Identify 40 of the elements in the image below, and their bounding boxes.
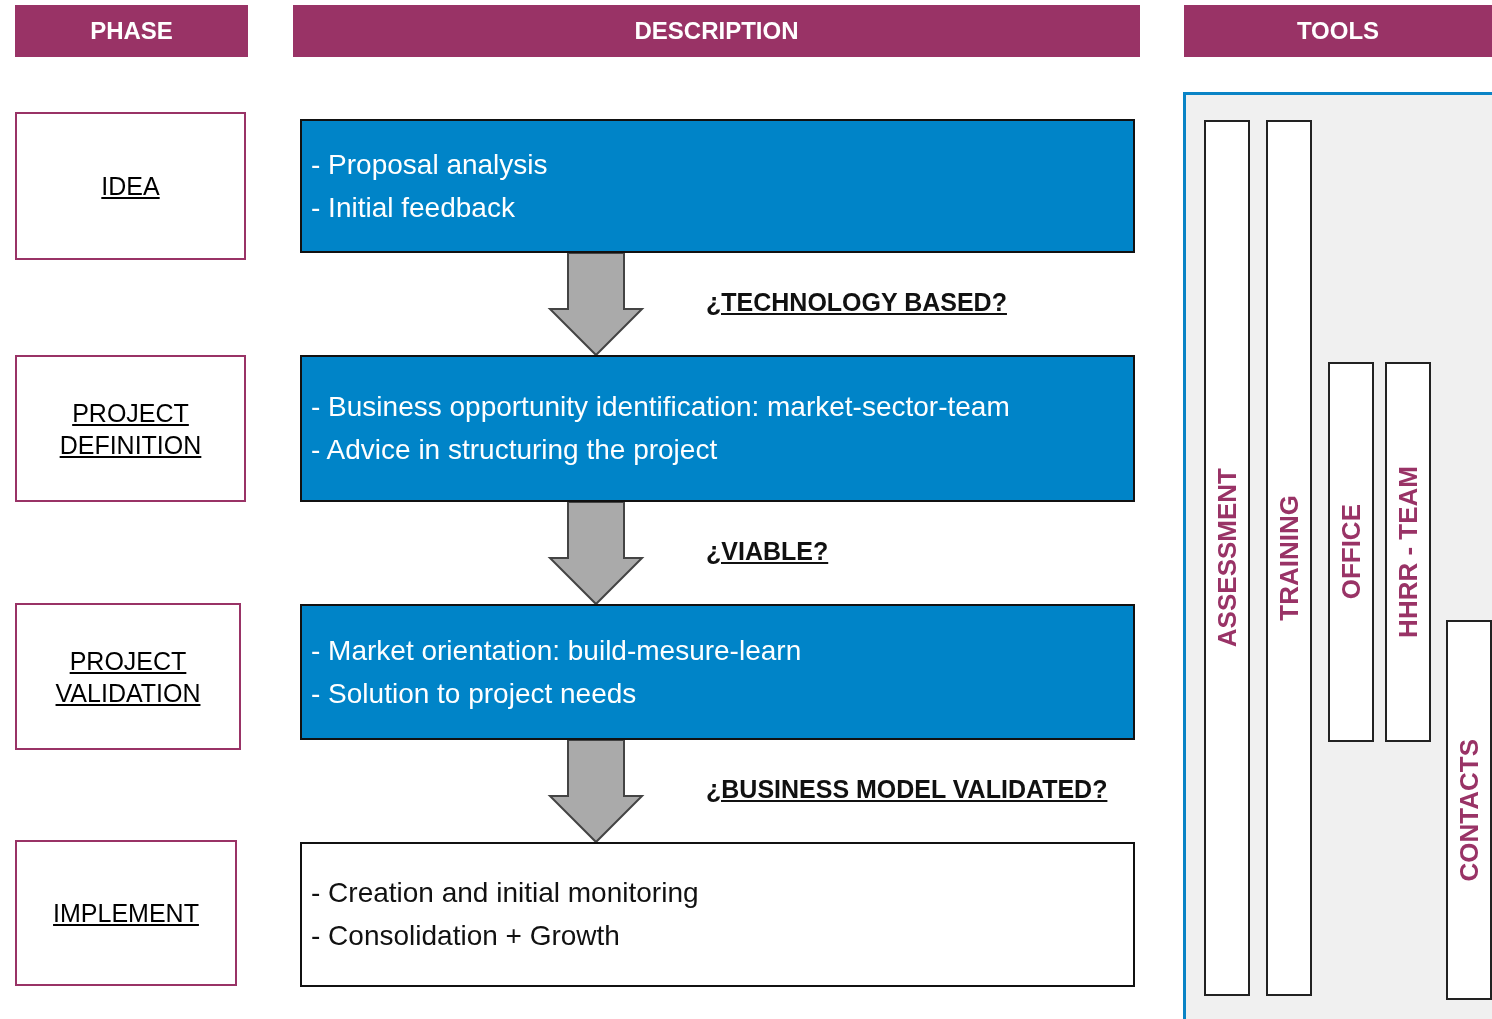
tool-bar bbox=[1266, 120, 1312, 996]
description-box bbox=[300, 355, 1135, 502]
tool-label: TRAINING bbox=[1273, 495, 1305, 621]
tool-bar bbox=[1446, 620, 1492, 1000]
tool-label: OFFICE bbox=[1335, 504, 1367, 600]
description-text: - Proposal analysis bbox=[311, 147, 549, 182]
column-header: DESCRIPTION bbox=[293, 5, 1140, 57]
description-text: - Advice in structuring the project bbox=[311, 433, 719, 467]
description-text: - Solution to project needs bbox=[311, 676, 638, 711]
phase-label: PROJECT DEFINITION bbox=[58, 397, 203, 461]
tool-label: CONTACTS bbox=[1453, 738, 1485, 882]
phase-box bbox=[15, 355, 246, 502]
description-text: - Market orientation: build-mesure-learn bbox=[311, 633, 803, 668]
description-text: - Business opportunity identification: market-sector-team bbox=[311, 390, 1011, 424]
edge-label: ¿BUSINESS MODEL VALIDATED? bbox=[706, 775, 1108, 804]
phase-label: PROJECT VALIDATION bbox=[54, 645, 202, 709]
edge-label: ¿VIABLE? bbox=[706, 537, 829, 566]
tool-label: ASSESSMENT bbox=[1211, 468, 1243, 648]
tool-bar bbox=[1204, 120, 1250, 996]
tools-panel bbox=[1183, 92, 1492, 1019]
phase-box bbox=[15, 112, 246, 260]
phase-box bbox=[15, 840, 237, 986]
block-arrow bbox=[547, 501, 645, 606]
description-text: - Creation and initial monitoring bbox=[311, 876, 700, 910]
description-text: - Initial feedback bbox=[311, 190, 516, 225]
edge-label: ¿TECHNOLOGY BASED? bbox=[706, 288, 1007, 317]
tool-bar bbox=[1385, 362, 1431, 742]
column-header: PHASE bbox=[15, 5, 248, 57]
phase-box bbox=[15, 603, 241, 750]
block-arrow bbox=[547, 739, 645, 844]
block-arrow bbox=[547, 252, 645, 357]
description-box bbox=[300, 119, 1135, 253]
phase-label: IDEA bbox=[101, 171, 160, 202]
description-box bbox=[300, 842, 1135, 987]
phase-label: IMPLEMENT bbox=[53, 898, 199, 929]
description-text: - Consolidation + Growth bbox=[311, 919, 621, 953]
tool-label: HHRR - TEAM bbox=[1392, 466, 1424, 638]
description-box bbox=[300, 604, 1135, 740]
tool-bar bbox=[1328, 362, 1374, 742]
column-header: TOOLS bbox=[1184, 5, 1492, 57]
